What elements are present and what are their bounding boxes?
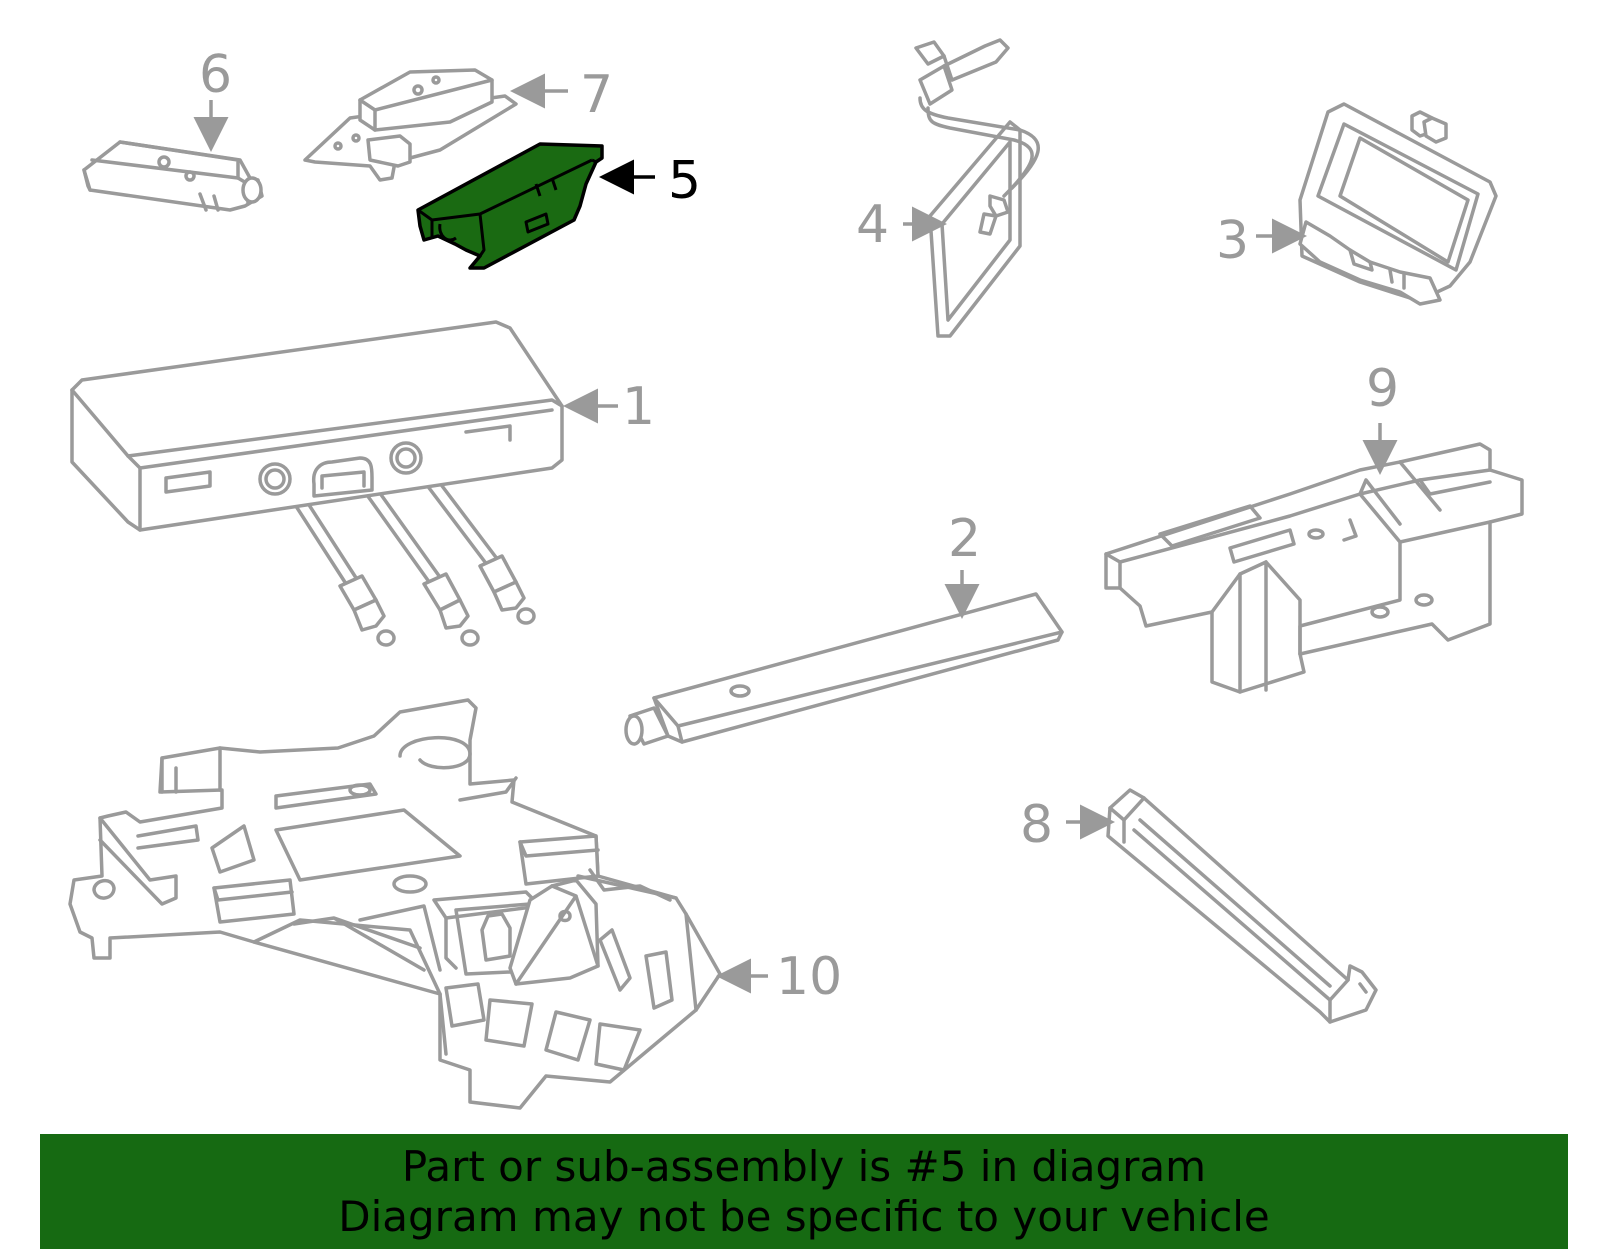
callout-4-label[interactable]: 4 (856, 195, 889, 255)
callout-arrows (193, 73, 1398, 994)
callout-10-label[interactable]: 10 (776, 947, 842, 1007)
part-9-bracket-assembly[interactable] (1104, 442, 1524, 694)
callout-7-label[interactable]: 7 (580, 65, 613, 125)
part-5-bracket-highlighted[interactable] (416, 142, 604, 270)
callout-8-label[interactable]: 8 (1020, 795, 1053, 855)
callout-9-label[interactable]: 9 (1366, 359, 1399, 419)
part-10-tray-bracket[interactable] (68, 698, 722, 1110)
info-banner: Part or sub-assembly is #5 in diagram Di… (40, 1134, 1568, 1249)
callout-3-label[interactable]: 3 (1216, 211, 1249, 271)
part-3-display-module[interactable] (1298, 102, 1498, 306)
part-6-sensor[interactable] (82, 140, 264, 212)
part-7-module[interactable] (303, 68, 518, 182)
banner-line-2: Diagram may not be specific to your vehi… (338, 1191, 1270, 1241)
part-1-control-module[interactable] (70, 320, 564, 647)
part-8-slim-bracket[interactable] (1106, 788, 1378, 1024)
callout-1-label[interactable]: 1 (622, 377, 655, 437)
callout-numbers: 6 7 5 4 3 1 9 2 8 10 (199, 45, 1399, 1007)
callout-2-label[interactable]: 2 (948, 509, 981, 569)
callout-5-label[interactable]: 5 (668, 151, 701, 211)
banner-line-1: Part or sub-assembly is #5 in diagram (401, 1141, 1207, 1191)
part-4-sensor-bracket[interactable] (914, 38, 1040, 338)
part-2-rod[interactable] (624, 592, 1064, 746)
callout-6-label[interactable]: 6 (199, 45, 232, 105)
